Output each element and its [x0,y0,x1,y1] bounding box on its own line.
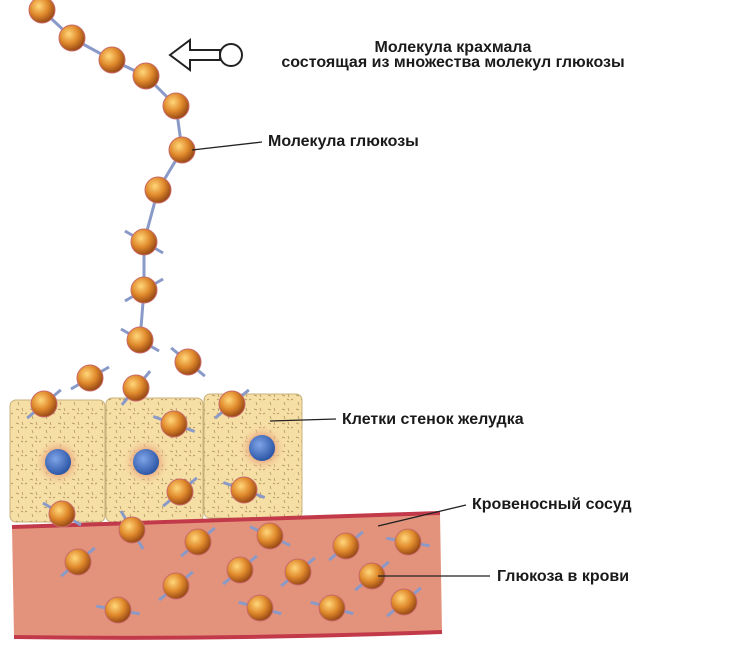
glucose-molecule [96,596,140,624]
glucose-molecule [249,522,291,550]
molecule-sphere [104,596,132,624]
blood-glucose-label: Глюкоза в крови [497,568,629,585]
molecule-sphere [256,522,284,550]
glucose-molecule [144,176,172,204]
glucose-molecule [118,510,146,550]
glucose-molecule [180,526,216,558]
glucose-molecule [214,388,250,420]
molecule-sphere [58,24,86,52]
glucose-molecule [328,530,364,562]
molecule-sphere [98,46,126,74]
molecule-sphere [166,478,194,506]
molecule-sphere [132,62,160,90]
glucose-molecule [28,0,56,24]
glucose-molecules [26,0,430,624]
glucose-molecule [152,410,196,438]
glucose-molecule [310,594,354,622]
cell-nucleus [133,449,159,475]
molecule-sphere [230,476,258,504]
glucose-molecule-label: Молекула глюкозы [268,133,419,150]
molecule-sphere [174,348,202,376]
molecule-sphere [144,176,172,204]
molecule-sphere [226,556,254,584]
glucose-molecule [70,364,110,392]
molecule-sphere [118,516,146,544]
molecule-sphere [130,228,158,256]
molecule-sphere [162,572,190,600]
molecule-sphere [184,528,212,556]
glucose-molecule [222,554,258,586]
molecule-sphere [130,276,158,304]
molecule-sphere [318,594,346,622]
molecule-sphere [332,532,360,560]
starch-label-line1: Молекула крахмала [375,39,532,56]
glucose-molecule [124,228,164,256]
glucose-molecule [120,326,160,354]
glucose-molecule [162,476,198,508]
glucose-molecule [162,92,190,120]
glucose-molecule [238,594,282,622]
stomach-cells-label: Клетки стенок желудка [342,411,524,428]
starch-label-line2: состоящая из множества молекул глюкозы [281,54,624,71]
molecule-sphere [162,92,190,120]
cell-nucleus [45,449,71,475]
arrow-pointer [168,38,243,72]
glucose-molecule [60,546,96,578]
glucose-molecule [222,476,266,504]
molecule-sphere [64,548,92,576]
glucose-molecule [386,528,430,556]
glucose-molecule [280,556,316,588]
glucose-molecule [26,388,62,420]
molecule-sphere [126,326,154,354]
molecule-sphere [168,136,196,164]
molecule-sphere [284,558,312,586]
molecule-sphere [390,588,418,616]
molecule-sphere [48,500,76,528]
molecule-sphere [122,374,150,402]
glucose-molecule [168,136,196,164]
glucose-molecule [170,346,206,378]
glucose-molecule [98,46,126,74]
glucose-molecule [58,24,86,52]
molecule-sphere [246,594,274,622]
leader-lines [191,141,490,577]
molecule-sphere [30,390,58,418]
starch-chain-bonds [40,8,184,341]
molecule-sphere [394,528,422,556]
glucose-molecule [120,370,152,406]
molecule-sphere [76,364,104,392]
molecule-sphere [160,410,188,438]
cell-nucleus [249,435,275,461]
glucose-molecule [158,570,194,602]
molecule-sphere [218,390,246,418]
glucose-molecule [42,500,82,528]
glucose-molecule [386,586,422,618]
glucose-molecule [132,62,160,90]
glucose-molecule [124,276,164,304]
molecule-sphere [28,0,56,24]
blood-vessel-label: Кровеносный сосуд [472,496,632,513]
